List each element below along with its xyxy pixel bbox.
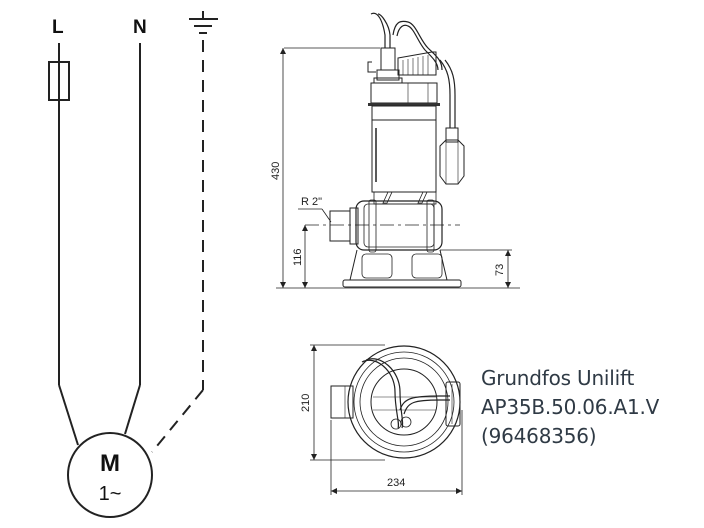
motor-symbol: M 1~ [67, 432, 153, 518]
earth-wire [151, 40, 204, 453]
dim-depth: 210 [300, 394, 312, 412]
label-line: L [52, 17, 64, 38]
label-neutral: N [133, 17, 147, 38]
ground-icon [189, 11, 218, 34]
dim-overall-height: 430 [270, 162, 282, 180]
pump-top-view: 210 234 [300, 344, 463, 495]
pump-side-view: 430 116 73 R 2" [270, 12, 520, 289]
motor-phase: 1~ [99, 483, 122, 505]
dim-base-height: 73 [494, 264, 506, 276]
outlet-thread-label: R 2" [301, 196, 322, 208]
caption-model-code: AP35B.50.06.A1.V [481, 395, 660, 419]
wiring-schematic: L N M 1~ [48, 11, 218, 518]
neutral-wire [124, 43, 141, 435]
dim-outlet-height: 116 [292, 248, 304, 266]
product-caption: Grundfos Unilift AP35B.50.06.A1.V (96468… [481, 364, 659, 451]
caption-product-number: (96468356) [481, 424, 597, 448]
line-wire [48, 43, 79, 446]
dim-width: 234 [387, 477, 405, 489]
caption-product-family: Grundfos Unilift [481, 366, 635, 390]
motor-letter: M [100, 450, 120, 477]
